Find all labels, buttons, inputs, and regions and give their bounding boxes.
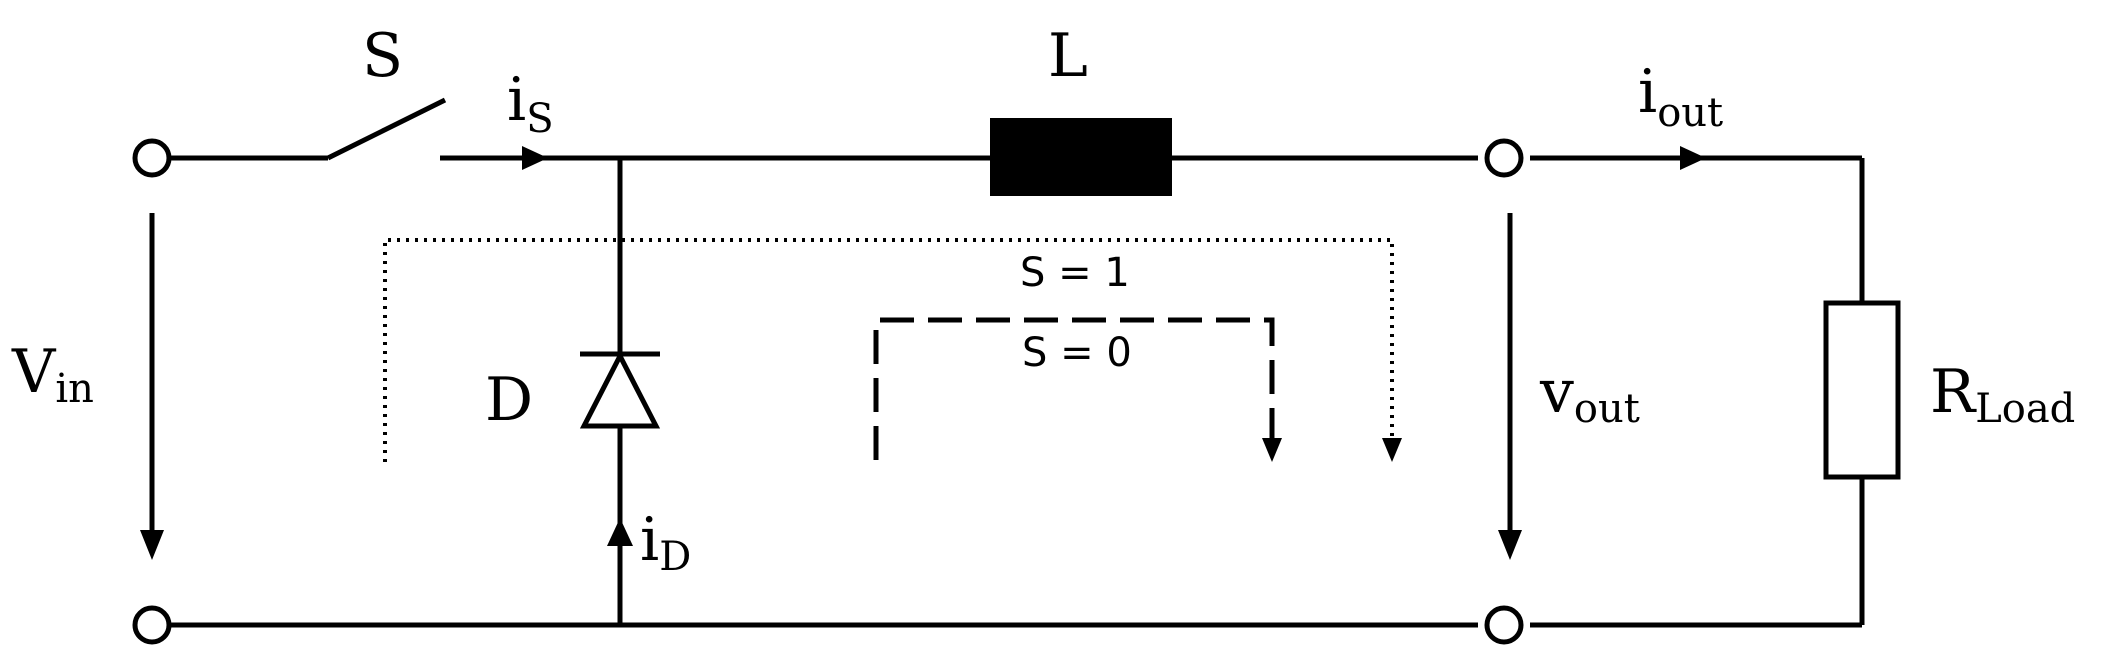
current-i-out-sub: out — [1657, 90, 1723, 136]
voltage-v-in-main: V — [11, 337, 57, 407]
voltage-v-out-sub: out — [1574, 386, 1640, 432]
voltage-v-out-label: vout — [1539, 357, 1640, 432]
voltage-v-out-main: v — [1539, 357, 1574, 427]
current-i-d-label: iD — [640, 505, 691, 580]
terminal-output-bottom — [1484, 605, 1524, 645]
current-i-s-main: i — [507, 65, 526, 135]
i-d-arrow — [607, 518, 633, 546]
switch-blade — [326, 97, 447, 161]
terminal-output-top — [1484, 138, 1524, 178]
path-s0-arrow-head — [1262, 438, 1282, 462]
inductor-label: L — [1048, 21, 1088, 91]
inductor — [990, 118, 1172, 196]
current-i-d-sub: D — [659, 534, 691, 580]
v-out-arrow-head — [1498, 530, 1522, 560]
current-i-out-label: iout — [1638, 57, 1723, 136]
v-in-arrow-head — [140, 530, 164, 560]
path-s1-arrow-head — [1382, 438, 1402, 462]
path-s1-dotted — [383, 238, 1394, 462]
diode-triangle — [579, 350, 661, 429]
i-s-arrow — [522, 146, 548, 170]
current-i-out-main: i — [1638, 57, 1657, 127]
load-resistor-main: R — [1930, 357, 1977, 427]
current-i-s-sub: S — [526, 96, 553, 142]
path-s0-label: S = 0 — [1022, 330, 1132, 376]
switch-label: S — [362, 21, 403, 91]
current-i-d-main: i — [640, 505, 659, 575]
terminal-input-bottom — [132, 605, 172, 645]
path-s1-label: S = 1 — [1020, 250, 1130, 296]
i-out-arrow — [1680, 146, 1706, 170]
diode-label: D — [485, 365, 533, 435]
path-s0-dashed — [873, 317, 1275, 460]
load-resistor — [1823, 300, 1901, 480]
current-i-s-label: iS — [507, 65, 554, 142]
voltage-v-in-sub: in — [55, 366, 94, 412]
terminal-input-top — [132, 138, 172, 178]
load-resistor-label: RLoad — [1930, 357, 2075, 432]
load-resistor-sub: Load — [1975, 386, 2075, 432]
voltage-v-in-label: Vin — [11, 337, 94, 412]
